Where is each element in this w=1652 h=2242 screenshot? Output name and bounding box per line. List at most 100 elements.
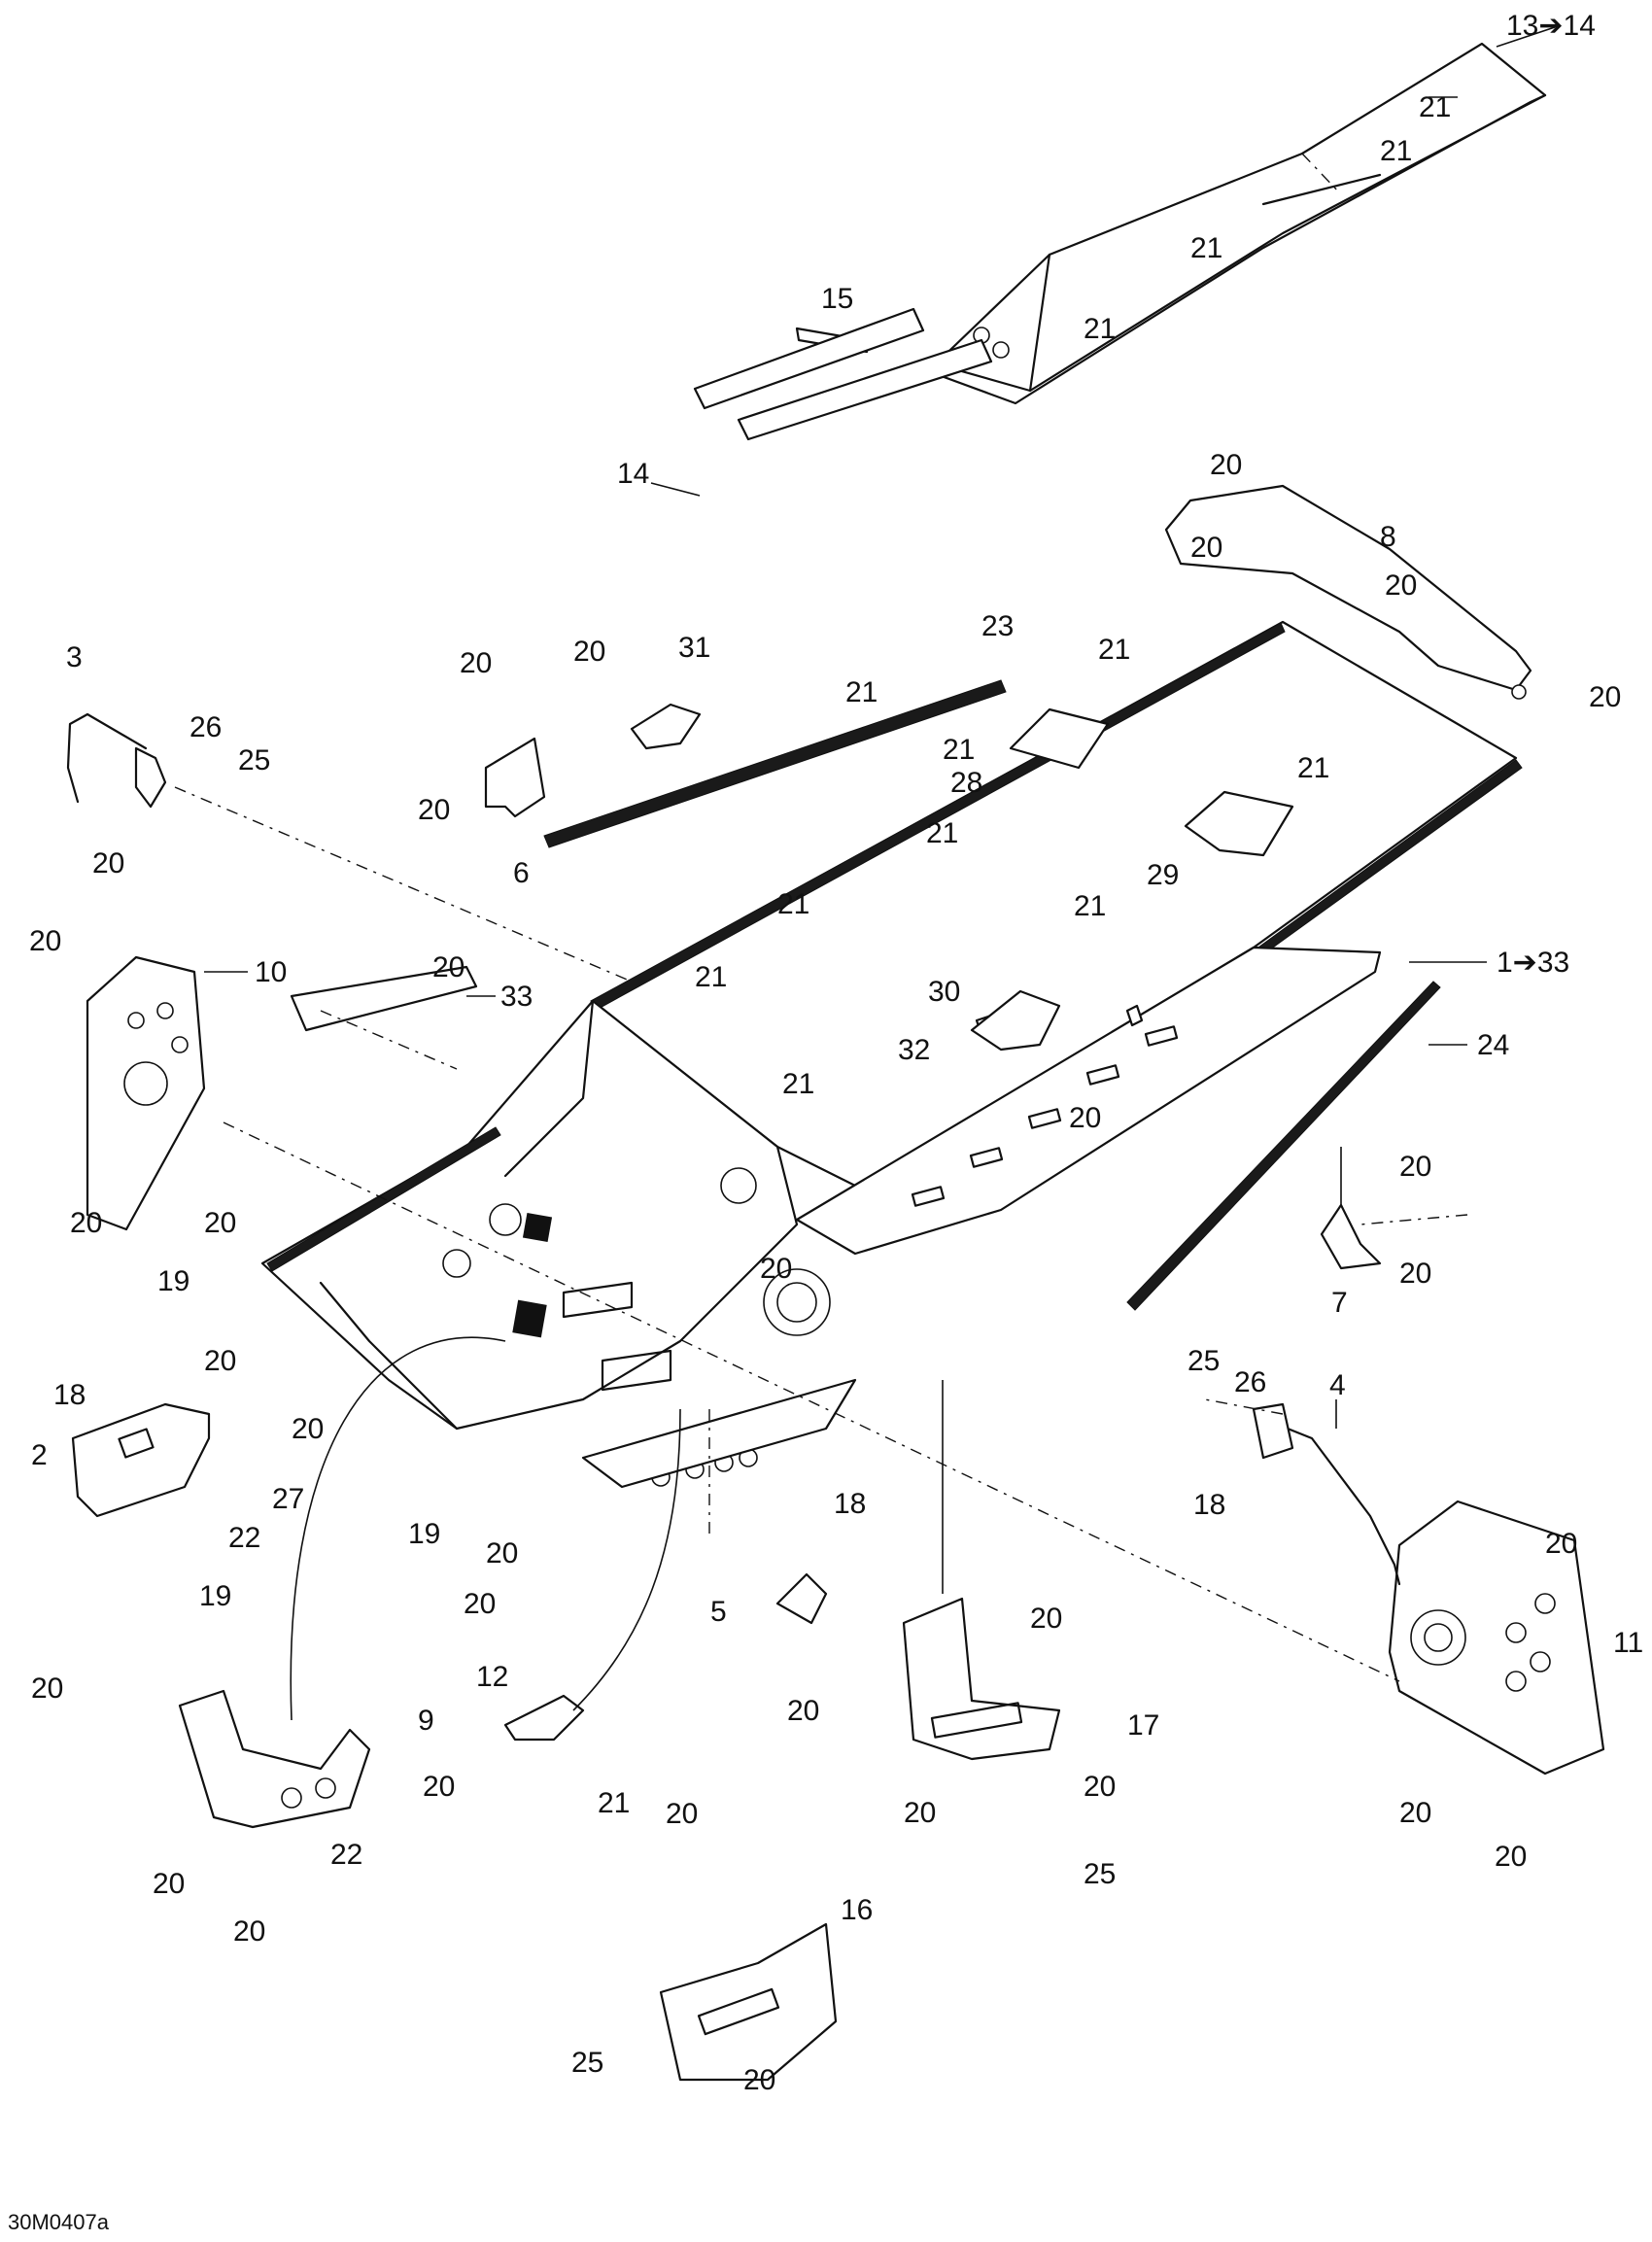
callout-20: 20 [464, 1588, 496, 1620]
callout-25: 25 [1187, 1345, 1220, 1377]
callout-26: 26 [189, 711, 222, 743]
callout-22: 22 [330, 1839, 362, 1871]
callout-20: 20 [760, 1253, 792, 1285]
callout-33: 33 [500, 981, 533, 1013]
callout-2: 2 [31, 1439, 48, 1471]
callout-20: 20 [787, 1695, 819, 1727]
callout-20: 20 [1545, 1528, 1577, 1560]
main-chassis-part [260, 620, 1523, 1489]
callout-20: 20 [29, 925, 61, 957]
callout-16: 16 [841, 1894, 873, 1926]
callout-25: 25 [571, 2047, 603, 2079]
callout-20: 20 [233, 1915, 265, 1948]
callout-21: 21 [777, 888, 809, 920]
block-29-part [1184, 790, 1294, 857]
callout-24: 24 [1477, 1029, 1509, 1061]
callout-19: 19 [408, 1518, 440, 1550]
callout-28: 28 [950, 767, 982, 799]
callout-21: 21 [926, 817, 958, 849]
callout-20: 20 [1210, 449, 1242, 481]
callout-11: 11 [1613, 1627, 1643, 1659]
callout-21: 21 [598, 1787, 630, 1819]
callout-20: 20 [292, 1413, 324, 1445]
callout-7: 7 [1331, 1287, 1348, 1319]
callout-20: 20 [1190, 532, 1222, 564]
callout-20: 20 [31, 1673, 63, 1705]
guard-2-part [71, 1402, 211, 1518]
callout-18: 18 [834, 1488, 866, 1520]
bracket-16-part [659, 1922, 838, 2082]
callout-31: 31 [678, 632, 710, 664]
slide-rails-part [693, 307, 993, 441]
callout-layer: 13➔14 21 21 21 21 15 14 20 20 8 20 20 3 … [8, 10, 1643, 2234]
callout-20: 20 [666, 1798, 698, 1830]
bracket-12-part [503, 1694, 585, 1742]
callout-20: 20 [432, 951, 465, 983]
drawing-reference-code: 30M0407a [8, 2210, 110, 2234]
callout-21: 21 [1190, 232, 1222, 264]
callout-20: 20 [460, 647, 492, 679]
block-28-part [1009, 707, 1110, 770]
callout-12: 12 [476, 1661, 508, 1693]
callout-20: 20 [1399, 1151, 1431, 1183]
callout-30: 30 [928, 976, 960, 1008]
callout-22: 22 [228, 1522, 260, 1554]
callout-9: 9 [418, 1705, 434, 1737]
callout-19: 19 [199, 1580, 231, 1612]
callout-20: 20 [486, 1537, 518, 1569]
callout-20: 20 [573, 636, 605, 668]
callout-17: 17 [1127, 1709, 1159, 1742]
bracket-5-part [775, 1572, 828, 1625]
callout-21: 21 [943, 734, 975, 766]
tunnel-extension-part [926, 42, 1547, 405]
callout-32: 32 [898, 1034, 930, 1066]
callout-1-33: 1➔33 [1497, 947, 1569, 979]
callout-8: 8 [1380, 521, 1396, 553]
callout-21: 21 [1084, 313, 1116, 345]
callout-21: 21 [695, 961, 727, 993]
callout-21: 21 [782, 1068, 814, 1100]
callout-27: 27 [272, 1483, 304, 1515]
callout-21: 21 [1419, 91, 1451, 123]
right-plate-part [1388, 1500, 1605, 1776]
callout-20: 20 [423, 1771, 455, 1803]
rear-bracket-part [1164, 484, 1532, 700]
callout-21: 21 [845, 676, 878, 708]
bracket-6-part [484, 737, 546, 818]
callout-20: 20 [204, 1207, 236, 1239]
callout-19: 19 [157, 1265, 189, 1297]
callout-21: 21 [1098, 634, 1130, 666]
reinforcement-bar-part [290, 965, 478, 1032]
assembly-guide-lines [174, 786, 1468, 1721]
callout-20: 20 [1030, 1603, 1062, 1635]
callout-20: 20 [70, 1207, 102, 1239]
callout-20: 20 [418, 794, 450, 826]
callout-20: 20 [1385, 569, 1417, 602]
callout-26: 26 [1234, 1366, 1266, 1398]
bracket-9-part [178, 1689, 371, 1829]
callout-25: 25 [238, 744, 270, 776]
callout-20: 20 [153, 1868, 185, 1900]
callout-23: 23 [981, 610, 1014, 642]
rail-strip-part [543, 679, 1007, 848]
callout-20: 20 [1399, 1797, 1431, 1829]
callout-15: 15 [821, 283, 853, 315]
callout-29: 29 [1147, 859, 1179, 891]
side-rail-strip-part [1126, 981, 1441, 1311]
callout-20: 20 [1495, 1841, 1527, 1873]
callout-20: 20 [204, 1345, 236, 1377]
bracket-32-part [970, 989, 1061, 1052]
callout-20: 20 [904, 1797, 936, 1829]
running-board-slots [911, 1025, 1179, 1207]
bracket-17-part [902, 1597, 1061, 1761]
callout-4: 4 [1329, 1369, 1346, 1401]
handle-right-part [1252, 1402, 1401, 1586]
callout-5: 5 [710, 1596, 727, 1628]
callout-21: 21 [1074, 890, 1106, 922]
callout-13-14: 13➔14 [1506, 10, 1596, 42]
callout-21: 21 [1380, 135, 1412, 167]
callout-20: 20 [1084, 1771, 1116, 1803]
left-plate-part [86, 955, 206, 1231]
callout-14: 14 [617, 458, 649, 490]
